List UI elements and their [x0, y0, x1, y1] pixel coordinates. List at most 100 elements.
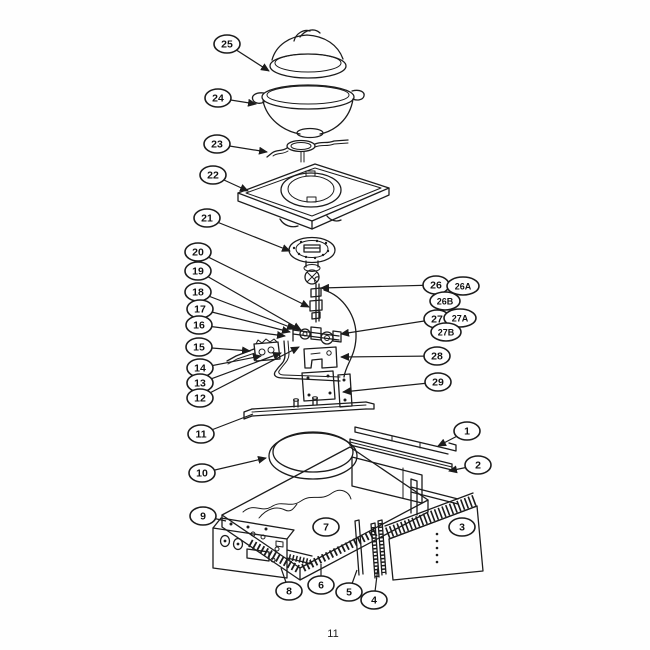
callout-label: 16	[193, 320, 205, 332]
callout-balloon-15: 15	[185, 337, 213, 357]
line-art-shape	[310, 287, 322, 298]
callout-ellipse	[184, 242, 212, 262]
line-art-shape	[349, 438, 453, 471]
callout-balloon-11: 11	[187, 424, 215, 444]
callout-label: 26B	[437, 297, 454, 307]
valve-assembly-part	[292, 325, 342, 345]
line-art-shape	[264, 527, 268, 531]
callout-balloon-10: 10	[188, 463, 216, 483]
line-art-shape	[435, 560, 439, 564]
control-panel-part	[212, 503, 313, 579]
callout-label: 11	[195, 429, 206, 441]
line-art-shape	[410, 478, 418, 516]
line-art-shape	[295, 240, 329, 258]
line-art-shape	[305, 170, 316, 177]
line-art-shape	[307, 393, 311, 397]
leader-line-26	[320, 283, 437, 292]
leader-line-29	[342, 381, 439, 396]
line-art-shape	[371, 526, 379, 578]
line-art-shape	[447, 442, 457, 452]
line-art-shape	[351, 456, 423, 504]
callout-label: 8	[286, 586, 292, 598]
support-ring-part	[266, 139, 349, 163]
line-art-shape	[378, 522, 386, 574]
support-bar-part	[243, 396, 375, 420]
callout-label: 29	[432, 377, 444, 389]
callout-ellipse	[203, 134, 231, 154]
ring-part	[268, 431, 358, 480]
line-art-shape	[314, 139, 349, 145]
line-art-shape	[266, 147, 288, 158]
callout-ellipse	[423, 346, 451, 366]
callout-balloon-1: 1	[453, 421, 481, 441]
callout-label: 2	[475, 460, 481, 472]
line-art-shape	[266, 85, 350, 105]
line-art-shape	[435, 553, 439, 557]
line-art-shape	[293, 398, 299, 402]
callout-ellipse	[464, 455, 492, 475]
leader-line-21	[206, 217, 291, 252]
line-art-shape	[326, 215, 342, 222]
line-art-shape	[212, 517, 295, 540]
line-art-shape	[219, 534, 231, 548]
line-art-shape	[236, 542, 240, 546]
callout-label: 1	[464, 426, 470, 438]
callout-label: 12	[194, 393, 206, 405]
wok-part	[251, 84, 365, 139]
line-art-shape	[290, 142, 312, 150]
line-art-shape	[354, 426, 449, 455]
callout-label: 4	[371, 595, 377, 607]
line-art-shape	[270, 557, 276, 563]
line-art-shape	[243, 408, 253, 420]
leader-line-13	[199, 352, 282, 384]
line-art-shape	[223, 539, 227, 543]
callout-label: 18	[192, 287, 204, 299]
leader-line-19	[197, 270, 302, 331]
callout-balloon-5: 5	[335, 582, 363, 602]
leader-line-16	[198, 324, 286, 339]
line-art-shape	[315, 239, 319, 243]
line-art-shape	[326, 350, 332, 356]
line-art-shape	[262, 100, 301, 135]
callout-balloon-22: 22	[199, 165, 227, 185]
callout-balloon-19: 19	[184, 261, 212, 281]
line-art-shape	[326, 249, 330, 253]
callout-label: 24	[212, 93, 224, 105]
callout-label: 5	[346, 587, 352, 599]
callout-balloon-26A: 26A	[446, 276, 480, 296]
line-art-shape	[303, 244, 321, 253]
callout-balloon-21: 21	[193, 208, 221, 228]
leader-line-28	[340, 352, 438, 361]
callout-ellipse	[335, 582, 363, 602]
line-art-shape	[232, 537, 244, 551]
callout-balloon-8: 8	[275, 581, 303, 601]
line-art-shape	[301, 370, 336, 402]
callout-label: 7	[323, 522, 329, 534]
callout-ellipse	[189, 506, 217, 526]
callout-ellipse	[186, 388, 214, 408]
line-art-shape	[246, 525, 250, 529]
line-art-shape	[351, 89, 365, 101]
line-art-shape	[365, 401, 375, 410]
line-art-shape	[314, 276, 320, 285]
line-art-shape	[278, 340, 341, 378]
line-art-shape	[292, 246, 296, 250]
callout-ellipse	[307, 575, 335, 595]
leader-line-17	[199, 308, 291, 334]
line-art-shape	[246, 548, 270, 562]
line-art-shape	[251, 401, 367, 417]
callout-ellipse	[184, 261, 212, 281]
callout-label: 23	[211, 139, 223, 151]
line-art-shape	[288, 554, 311, 565]
callout-label: 19	[192, 266, 204, 278]
line-art-shape	[303, 264, 321, 272]
callout-label: 15	[193, 342, 205, 354]
callout-balloon-6: 6	[307, 575, 335, 595]
callout-label: 27A	[452, 314, 469, 324]
line-art-shape	[435, 532, 439, 536]
callout-label: 28	[431, 351, 443, 363]
callout-label: 26	[430, 280, 442, 292]
callout-ellipse	[430, 322, 462, 342]
callout-label: 9	[200, 511, 206, 523]
line-art-shape	[287, 175, 335, 203]
